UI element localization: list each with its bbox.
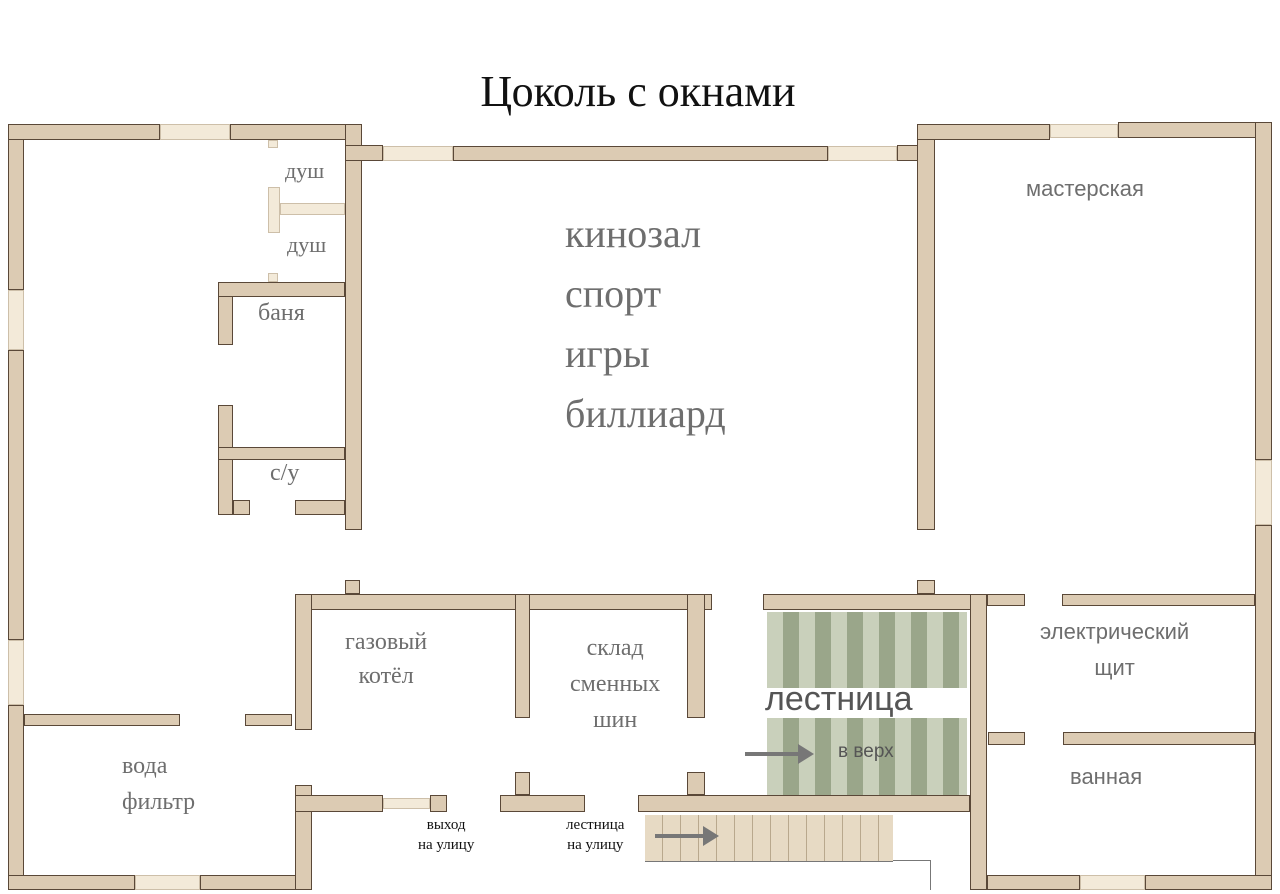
wall <box>218 447 345 460</box>
window <box>383 798 430 809</box>
window <box>8 640 24 705</box>
window <box>1050 124 1118 138</box>
label-workshop: мастерская <box>1026 176 1144 201</box>
wall <box>970 594 987 890</box>
window <box>135 875 200 890</box>
wall <box>987 594 1025 606</box>
wall <box>218 282 345 297</box>
wall <box>345 580 360 594</box>
window <box>268 273 278 282</box>
wall <box>1255 525 1272 890</box>
wall <box>345 145 383 161</box>
wall <box>345 124 362 530</box>
label-shower-1: душ <box>285 158 325 183</box>
wall <box>1063 732 1255 745</box>
outdoor-staircase <box>645 815 893 862</box>
wall <box>8 124 24 290</box>
wall <box>200 875 310 890</box>
staircase-upper <box>767 612 967 688</box>
wall <box>218 405 233 515</box>
wall <box>295 795 383 812</box>
window <box>1080 875 1145 890</box>
wall <box>687 594 705 718</box>
wall <box>295 594 312 730</box>
window <box>1255 460 1272 525</box>
wall <box>430 795 447 812</box>
label-up: в верх <box>838 741 894 762</box>
wall <box>8 350 24 640</box>
window <box>383 146 453 161</box>
plan-title: Цоколь с окнами <box>480 67 796 116</box>
wall <box>1145 875 1272 890</box>
window <box>280 203 345 215</box>
wall <box>230 124 362 140</box>
wall <box>8 875 135 890</box>
label-stairs: лестница <box>765 680 913 718</box>
wall <box>24 714 180 726</box>
wall <box>295 594 712 610</box>
wall <box>917 124 1050 140</box>
wall <box>917 580 935 594</box>
wall <box>500 795 585 812</box>
wall <box>245 714 292 726</box>
label-bathroom: ванная <box>1070 764 1143 789</box>
window <box>8 290 24 350</box>
wall <box>8 705 24 890</box>
wall <box>1255 122 1272 460</box>
window <box>828 146 897 161</box>
window <box>160 124 230 140</box>
window <box>268 187 280 233</box>
wall <box>917 124 935 530</box>
label-shower-2: душ <box>287 232 327 257</box>
wall <box>1118 122 1272 138</box>
window <box>268 140 278 148</box>
wall <box>1062 594 1255 606</box>
wall <box>987 875 1080 890</box>
wall <box>515 594 530 718</box>
wall <box>515 772 530 795</box>
arrow-up-icon <box>745 744 814 764</box>
wall <box>8 124 160 140</box>
wall <box>295 500 345 515</box>
arrow-out-icon <box>655 826 719 846</box>
wall <box>638 795 970 812</box>
wall <box>233 500 250 515</box>
label-bath: баня <box>258 300 305 326</box>
wall <box>988 732 1025 745</box>
wall <box>453 146 828 161</box>
label-wc: с/у <box>270 460 300 486</box>
wall <box>763 594 985 610</box>
wall <box>687 772 705 795</box>
